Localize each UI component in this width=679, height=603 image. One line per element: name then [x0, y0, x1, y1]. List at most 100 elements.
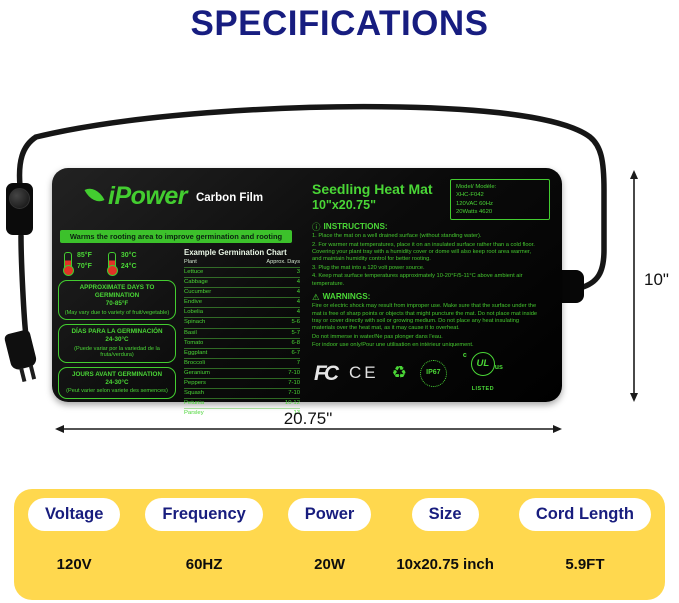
- plant-days: 4: [296, 299, 300, 306]
- warning-icon: ⚠: [312, 292, 320, 302]
- spec-column: Size 10x20.75 inch: [396, 498, 494, 573]
- germination-row: Broccoli 7: [184, 357, 300, 368]
- warning-line: For indoor use only/Pour une utilisation…: [312, 342, 474, 349]
- germination-info-box: JOURS AVANT GERMINATION 24-30°C (Peut va…: [58, 366, 176, 400]
- fcc-logo: FC: [314, 362, 339, 385]
- spec-value: 120V: [56, 556, 92, 573]
- temperature-group: 85°F 70°F: [63, 252, 92, 277]
- plant-name: Cabbage: [184, 279, 208, 286]
- plant-name: Parsley: [184, 410, 204, 417]
- product-size: 10"x20.75": [312, 198, 376, 212]
- ul-us-mark: us: [494, 364, 503, 371]
- germination-row: Geranium 7-10: [184, 367, 300, 378]
- certification-logos: FC CE ♻ IP67 c us UL LISTED: [314, 352, 542, 395]
- thermometer-icon: [63, 252, 74, 277]
- plant-name: Cucumber: [184, 289, 212, 296]
- germination-row: Endive 4: [184, 297, 300, 307]
- germination-chart-rows: Lettuce 3 Cabbage 4 Cucumber 4 Endive 4 …: [184, 267, 300, 418]
- model-info-line: 20Watts 4620: [456, 208, 493, 215]
- plug-prong: [28, 365, 36, 380]
- instructions-section: ⓘ INSTRUCTIONS: 1. Place the mat on a we…: [312, 222, 540, 288]
- seedling-heat-mat: iPower Carbon Film Warms the rooting are…: [52, 168, 562, 416]
- product-title: Seedling Heat Mat: [312, 181, 433, 197]
- temperature-group: 30°C 24°C: [106, 252, 137, 277]
- brand-subtitle: Carbon Film: [195, 192, 264, 205]
- model-info-line: XHC-F042: [456, 192, 484, 199]
- germination-row: Eggplant 6-7: [184, 347, 300, 358]
- model-info-line: 120VAC 60Hz: [456, 200, 493, 207]
- ul-listed-text: LISTED: [471, 386, 495, 392]
- temp-low: 70°F: [77, 263, 92, 271]
- plant-name: Basil: [184, 329, 197, 336]
- plant-name: Broccoli: [184, 359, 205, 366]
- germination-chart-title: Example Germination Chart: [184, 248, 287, 257]
- germination-chart: Example Germination Chart Plant Approx. …: [184, 248, 300, 418]
- instructions-title: INSTRUCTIONS:: [323, 222, 388, 232]
- temperature-labels: 30°C 24°C: [121, 252, 137, 272]
- plant-days: 4: [296, 289, 300, 296]
- plant-name: Eggplant: [184, 349, 208, 356]
- plant-days: 6-8: [291, 339, 300, 346]
- brand-logo: iPower: [108, 182, 187, 210]
- chart-col-plant: Plant: [184, 259, 197, 266]
- germination-info-box: DÍAS PARA LA GERMINACIÓN 24-30°C (Puede …: [58, 324, 176, 363]
- width-dimension-label: 20.75": [283, 409, 333, 428]
- brand-row: iPower Carbon Film: [84, 182, 264, 210]
- ul-c-mark: c: [462, 352, 467, 359]
- power-cord: [18, 233, 29, 339]
- warning-line: Do not immerse in water/Ne pas plonger d…: [312, 333, 443, 340]
- germination-row: Petunia 10-12: [184, 398, 300, 408]
- germination-row: Spinach 5-6: [184, 317, 300, 327]
- plant-days: 4: [296, 309, 300, 316]
- germination-row: Lettuce 3: [184, 267, 300, 277]
- plant-name: Lobelia: [184, 309, 203, 316]
- germination-row: Basil 5-7: [184, 327, 300, 338]
- plant-name: Endive: [184, 299, 203, 306]
- plant-days: 3: [296, 269, 300, 276]
- info-icon: ⓘ: [312, 222, 321, 232]
- instructions-heading: ⓘ INSTRUCTIONS:: [312, 222, 540, 232]
- spec-value: 60HZ: [185, 556, 223, 573]
- ul-listed-logo: c us UL LISTED: [460, 352, 506, 395]
- spec-value: 20W: [314, 556, 345, 573]
- info-box-title: JOURS AVANT GERMINATION 24-30°C: [71, 370, 163, 387]
- warning-line: Fire or electric shock may result from i…: [312, 303, 538, 332]
- plug-prong: [19, 367, 26, 383]
- ul-circle: UL: [470, 352, 495, 376]
- germination-row: Squash 7-10: [184, 387, 300, 398]
- germination-row: Peppers 7-10: [184, 377, 300, 388]
- dial-knob-icon: [9, 188, 30, 209]
- spec-column: Frequency 60HZ: [145, 498, 263, 573]
- temperature-range: 85°F 70°F 30°C 24°C: [63, 252, 137, 277]
- spec-header-pill: Frequency: [145, 498, 263, 531]
- temp-high: 85°F: [77, 252, 92, 259]
- power-plug: [2, 328, 47, 390]
- germination-row: Lobelia 4: [184, 307, 300, 317]
- instruction-item: 4. Keep mat surface temperatures approxi…: [312, 273, 523, 287]
- ip67-badge: IP67: [419, 360, 447, 388]
- germination-row: Tomato 6-8: [184, 337, 300, 348]
- germination-row: Parsley 13: [184, 408, 300, 418]
- warnings-heading: ⚠ WARNINGS:: [312, 292, 540, 302]
- spec-column: Cord Length 5.9FT: [518, 498, 651, 573]
- plant-days: 10-12: [284, 400, 300, 407]
- spec-value: 10x20.75 inch: [396, 556, 494, 573]
- info-box-title: APPROXIMATE DAYS TO GERMINATION 70-85°F: [79, 284, 155, 308]
- model-info-line: Model/ Modèle:: [456, 184, 497, 190]
- instruction-item: 2. For warmer mat temperatures, place it…: [312, 241, 535, 263]
- plant-days: 5-6: [291, 319, 300, 326]
- plant-name: Petunia: [184, 400, 204, 407]
- ce-logo: CE: [349, 363, 379, 383]
- warnings-title: WARNINGS:: [322, 292, 371, 302]
- spec-table: Voltage 120V Frequency 60HZ Power 20W Si…: [14, 489, 665, 600]
- temp-high: 30°C: [120, 252, 137, 259]
- spec-header-pill: Voltage: [28, 498, 121, 531]
- tagline-bar: Warms the rooting area to improve germin…: [60, 230, 292, 243]
- temp-low: 24°C: [120, 263, 137, 271]
- plant-name: Peppers: [184, 379, 206, 386]
- height-dimension-label: 10": [644, 270, 669, 289]
- info-box-note: (May vary due to variety of fruit/vegeta…: [64, 309, 170, 316]
- spec-column: Voltage 120V: [28, 498, 121, 573]
- info-box-title: DÍAS PARA LA GERMINACIÓN 24-30°C: [71, 328, 163, 344]
- warnings-list: Fire or electric shock may result from i…: [312, 303, 540, 349]
